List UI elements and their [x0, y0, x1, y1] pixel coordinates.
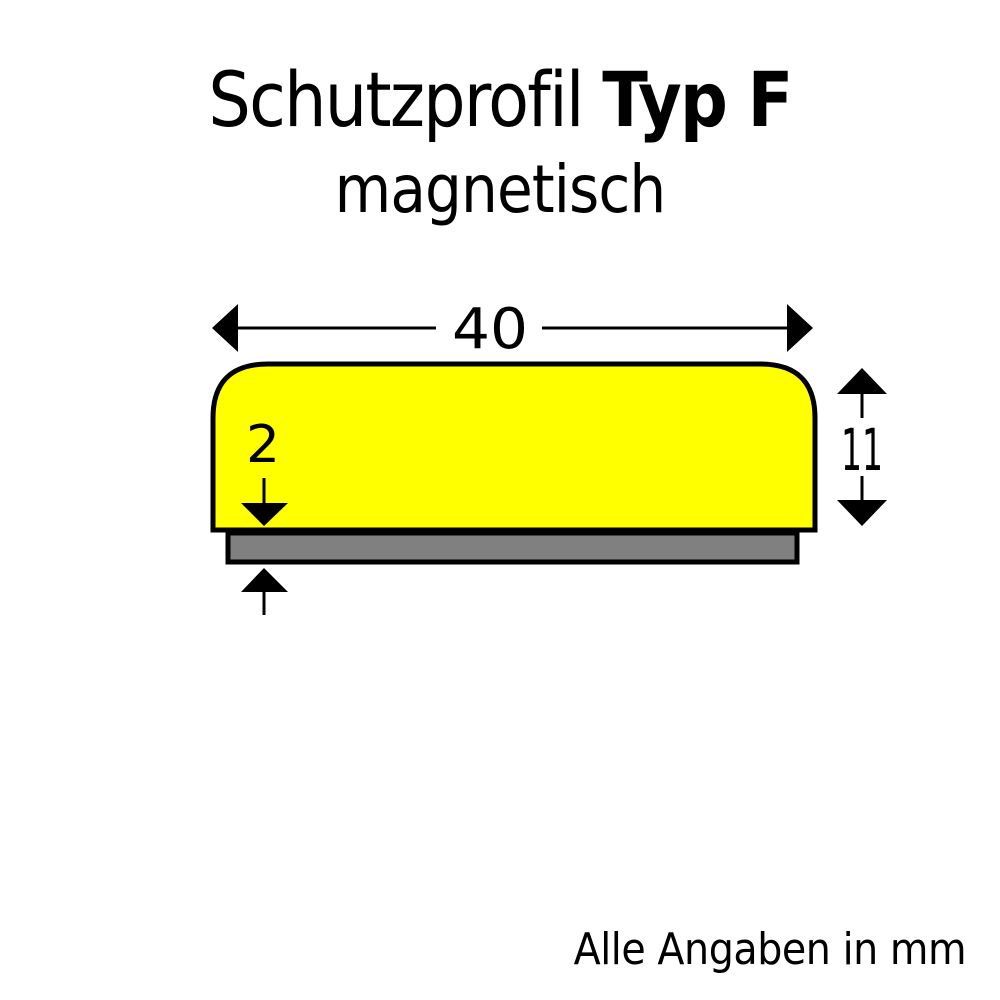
- height-value: 11: [841, 416, 883, 484]
- width-dimension: 40: [212, 297, 813, 362]
- units-note: Alle Angaben in mm: [573, 924, 966, 975]
- profile-body: [210, 361, 818, 533]
- magnet-thickness-value: 2: [246, 415, 280, 475]
- width-value: 40: [452, 297, 528, 362]
- diagram-title: Schutzprofil Typ F: [60, 52, 940, 148]
- arrow-up-icon: [241, 568, 288, 592]
- diagram-subtitle: magnetisch: [334, 151, 667, 228]
- height-dimension: 11: [837, 368, 887, 526]
- arrow-down-icon: [837, 500, 887, 526]
- title-bold-type: Typ F: [602, 55, 793, 144]
- arrow-left-icon: [212, 304, 238, 352]
- magnet-strip: [225, 530, 800, 565]
- title-regular: Schutzprofil: [208, 55, 603, 144]
- arrow-up-icon: [837, 368, 887, 394]
- arrow-right-icon: [787, 304, 813, 352]
- arrow-down-icon: [241, 503, 288, 526]
- magnet-thickness-dimension: 2: [241, 415, 288, 615]
